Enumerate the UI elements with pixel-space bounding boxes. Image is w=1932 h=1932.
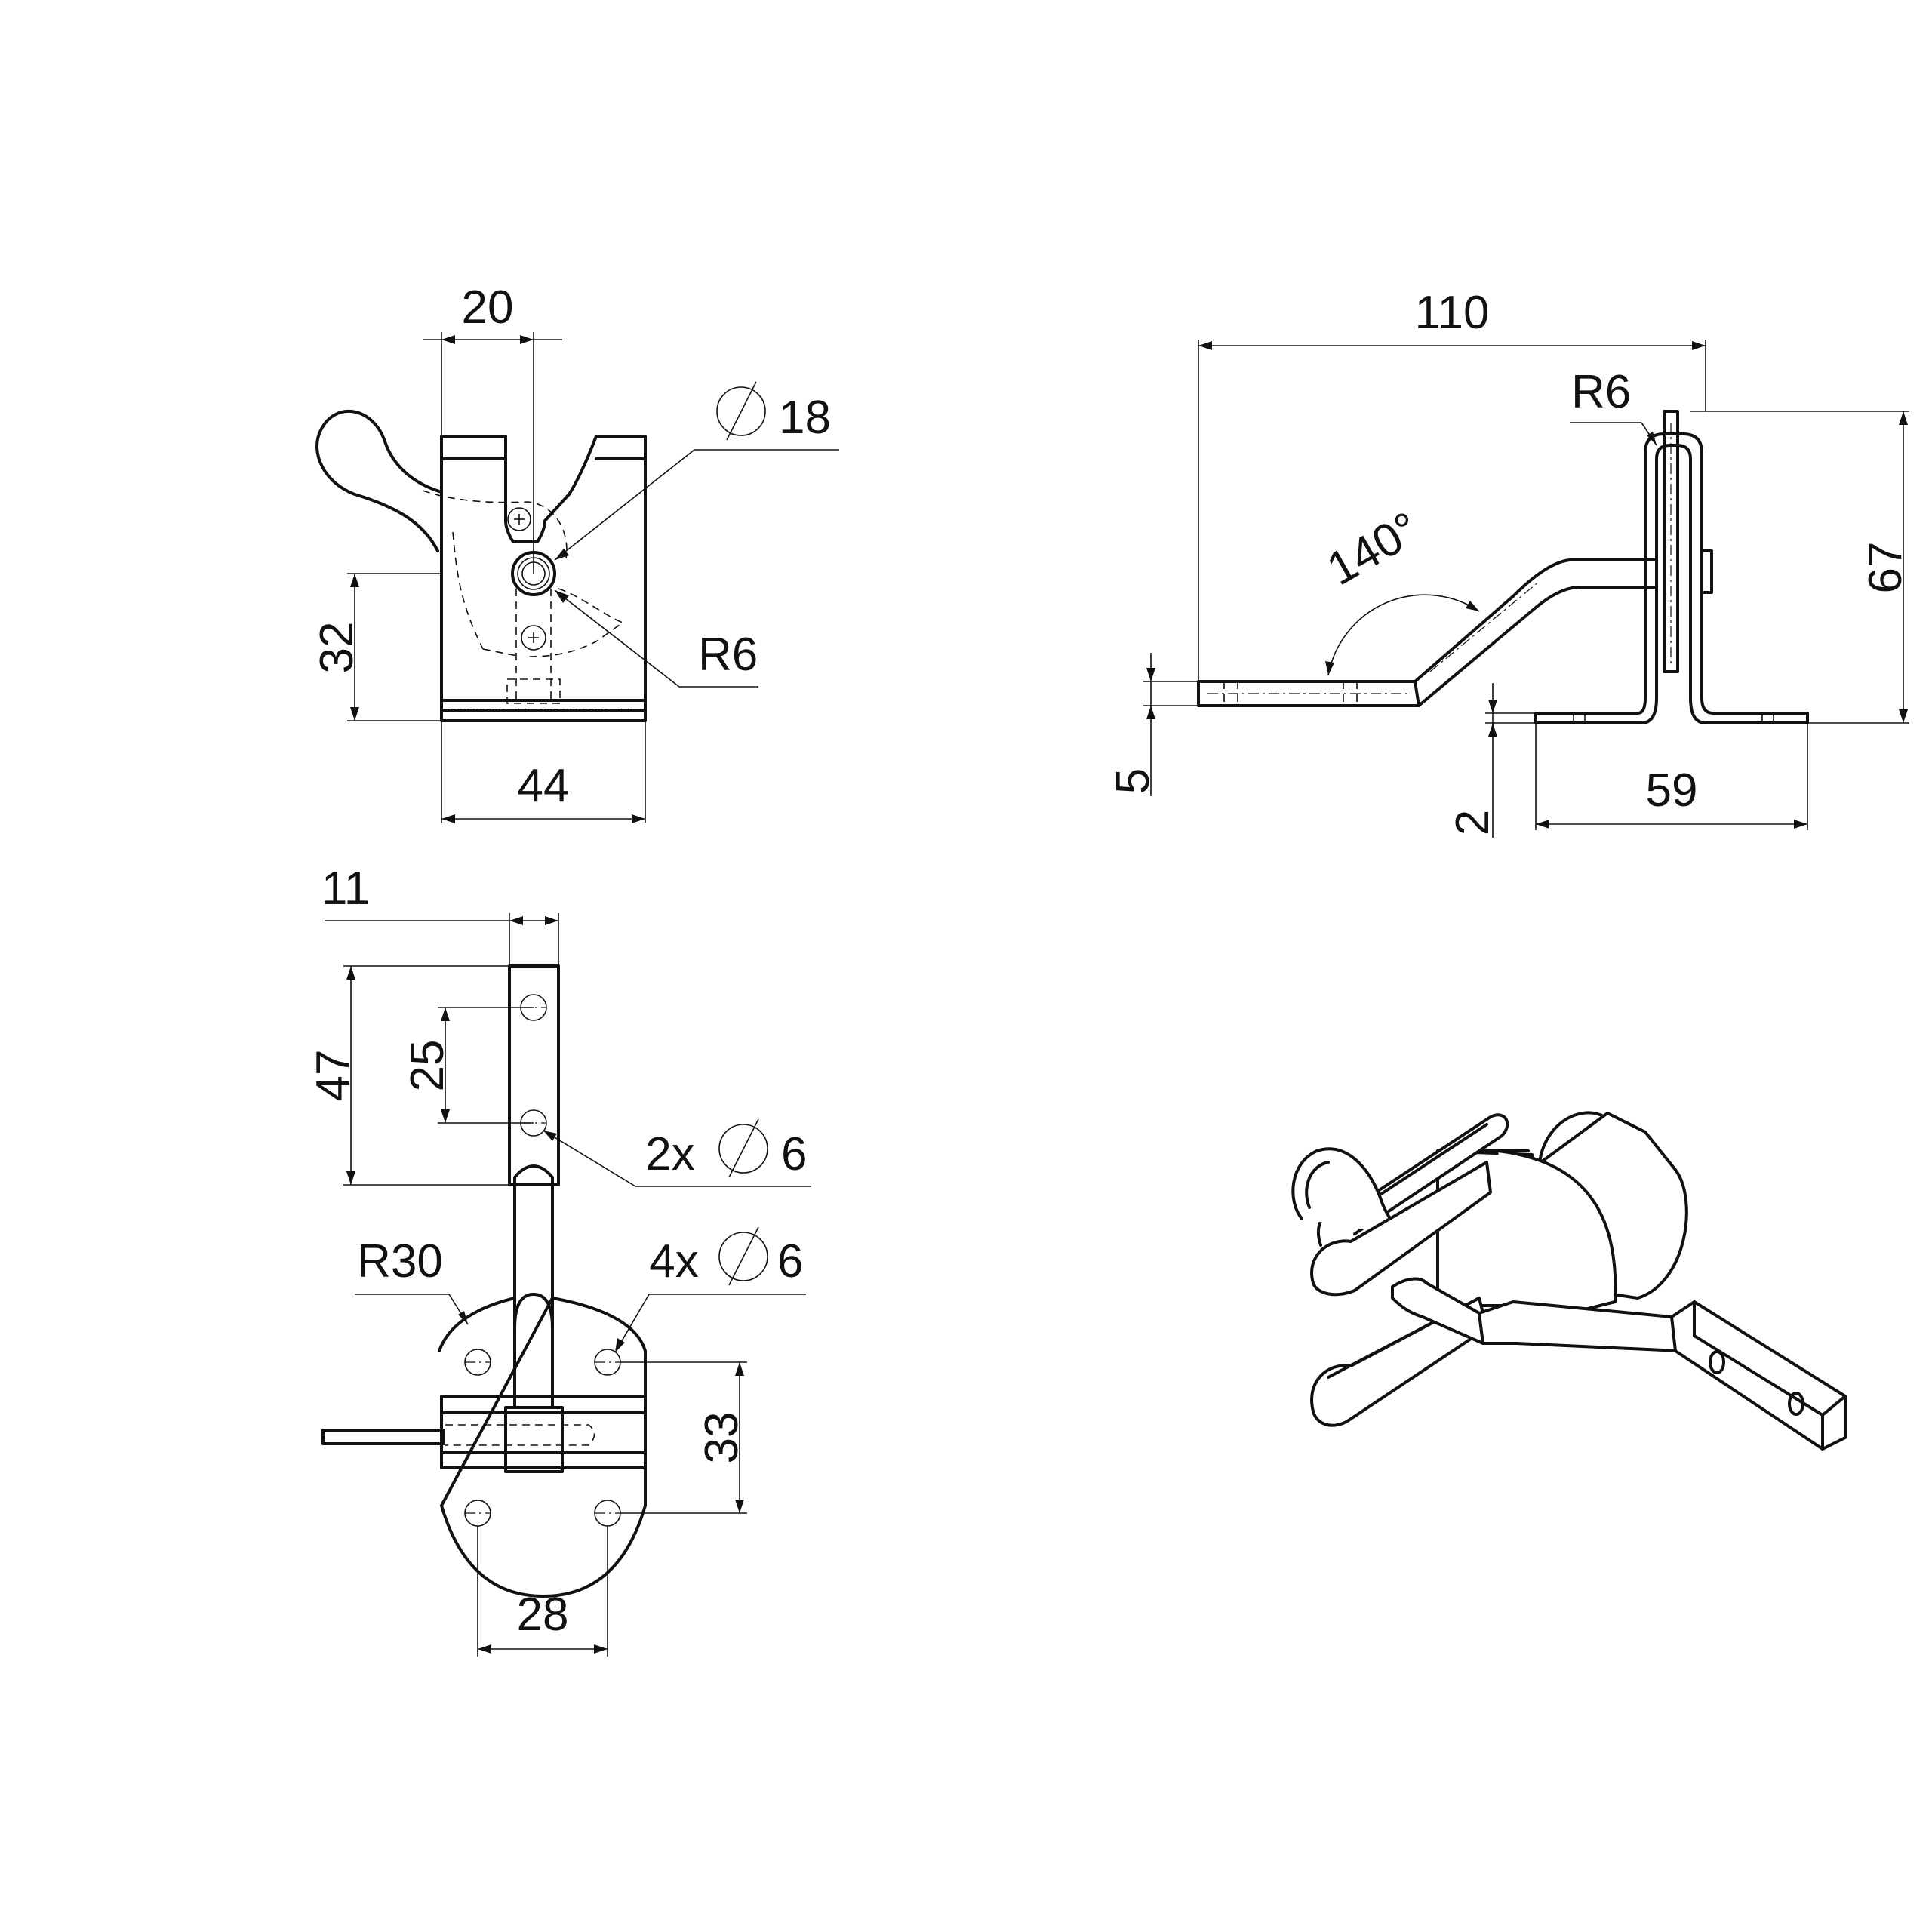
dim-arm-holes-dia: 6 [781, 1128, 807, 1180]
dim-hole-pitch: 25 [401, 1007, 534, 1124]
dim-plate-radius-label: R30 [357, 1235, 443, 1287]
dim-pin-radius: R6 [554, 589, 758, 688]
dim-side-height: 67 [1690, 411, 1912, 724]
dim-pin-radius-label: R6 [698, 629, 758, 681]
dim-side-height-label: 67 [1860, 542, 1912, 594]
dim-arm-length-label: 47 [307, 1050, 359, 1102]
dim-bore-diameter-label: 18 [779, 392, 831, 444]
dim-width-base-label: 44 [518, 760, 570, 812]
dim-plate-thickness: 2 [1447, 683, 1536, 838]
dim-width-top-label: 20 [462, 281, 514, 334]
isometric-view [1291, 1111, 1847, 1451]
front-view-body [315, 409, 647, 722]
side-view-body [1197, 410, 1809, 724]
dim-hole-spacing-h-label: 28 [517, 1589, 569, 1641]
dim-hole-pitch-label: 25 [401, 1040, 454, 1092]
dim-loop-radius-label: R6 [1571, 366, 1631, 418]
front-view: 20 18 R6 32 [311, 281, 839, 823]
diameter-symbol-icon [718, 1232, 768, 1281]
diameter-symbol-icon [718, 1124, 768, 1174]
dim-arm-length: 47 [307, 965, 509, 1186]
dim-bend-angle-label: 140° [1318, 502, 1429, 595]
dim-plate-holes: 4x 6 [614, 1226, 806, 1353]
dim-hole-spacing-v-label: 33 [696, 1412, 748, 1464]
dim-total-length-label: 110 [1415, 287, 1490, 339]
dim-arm-holes: 2x 6 [543, 1118, 811, 1187]
dim-width-top: 20 [423, 281, 562, 574]
dim-plate-thickness-label: 2 [1447, 810, 1499, 835]
dim-height: 32 [311, 573, 441, 721]
dim-bend-angle: 140° [1318, 502, 1480, 676]
dim-arm-width-label: 11 [321, 863, 370, 915]
dim-bar-thickness: 5 [1107, 653, 1198, 796]
dim-height-label: 32 [311, 622, 363, 674]
dim-plate-radius: R30 [355, 1235, 469, 1325]
plan-view-body [321, 964, 647, 1598]
dim-arm-holes-count: 2x [645, 1128, 694, 1180]
side-view: 110 R6 140° 67 [1107, 287, 1912, 838]
dim-loop-radius: R6 [1570, 366, 1657, 446]
lever-handle [315, 409, 443, 552]
dim-hole-spacing-v: 33 [620, 1361, 748, 1514]
diameter-symbol-icon [716, 386, 766, 436]
dim-hole-spacing-h: 28 [477, 1526, 608, 1657]
plan-view: 11 47 25 2x 6 [307, 863, 811, 1657]
dim-total-length: 110 [1198, 287, 1706, 681]
dim-bore-diameter: 18 [554, 381, 839, 561]
dim-bar-thickness-label: 5 [1107, 768, 1159, 794]
dim-arm-width: 11 [321, 863, 559, 966]
dim-width-base: 44 [441, 721, 646, 823]
dim-plate-holes-count: 4x [649, 1235, 698, 1287]
dim-base-width: 59 [1535, 723, 1808, 830]
dim-base-width-label: 59 [1646, 764, 1698, 817]
dim-plate-holes-dia: 6 [777, 1235, 803, 1287]
